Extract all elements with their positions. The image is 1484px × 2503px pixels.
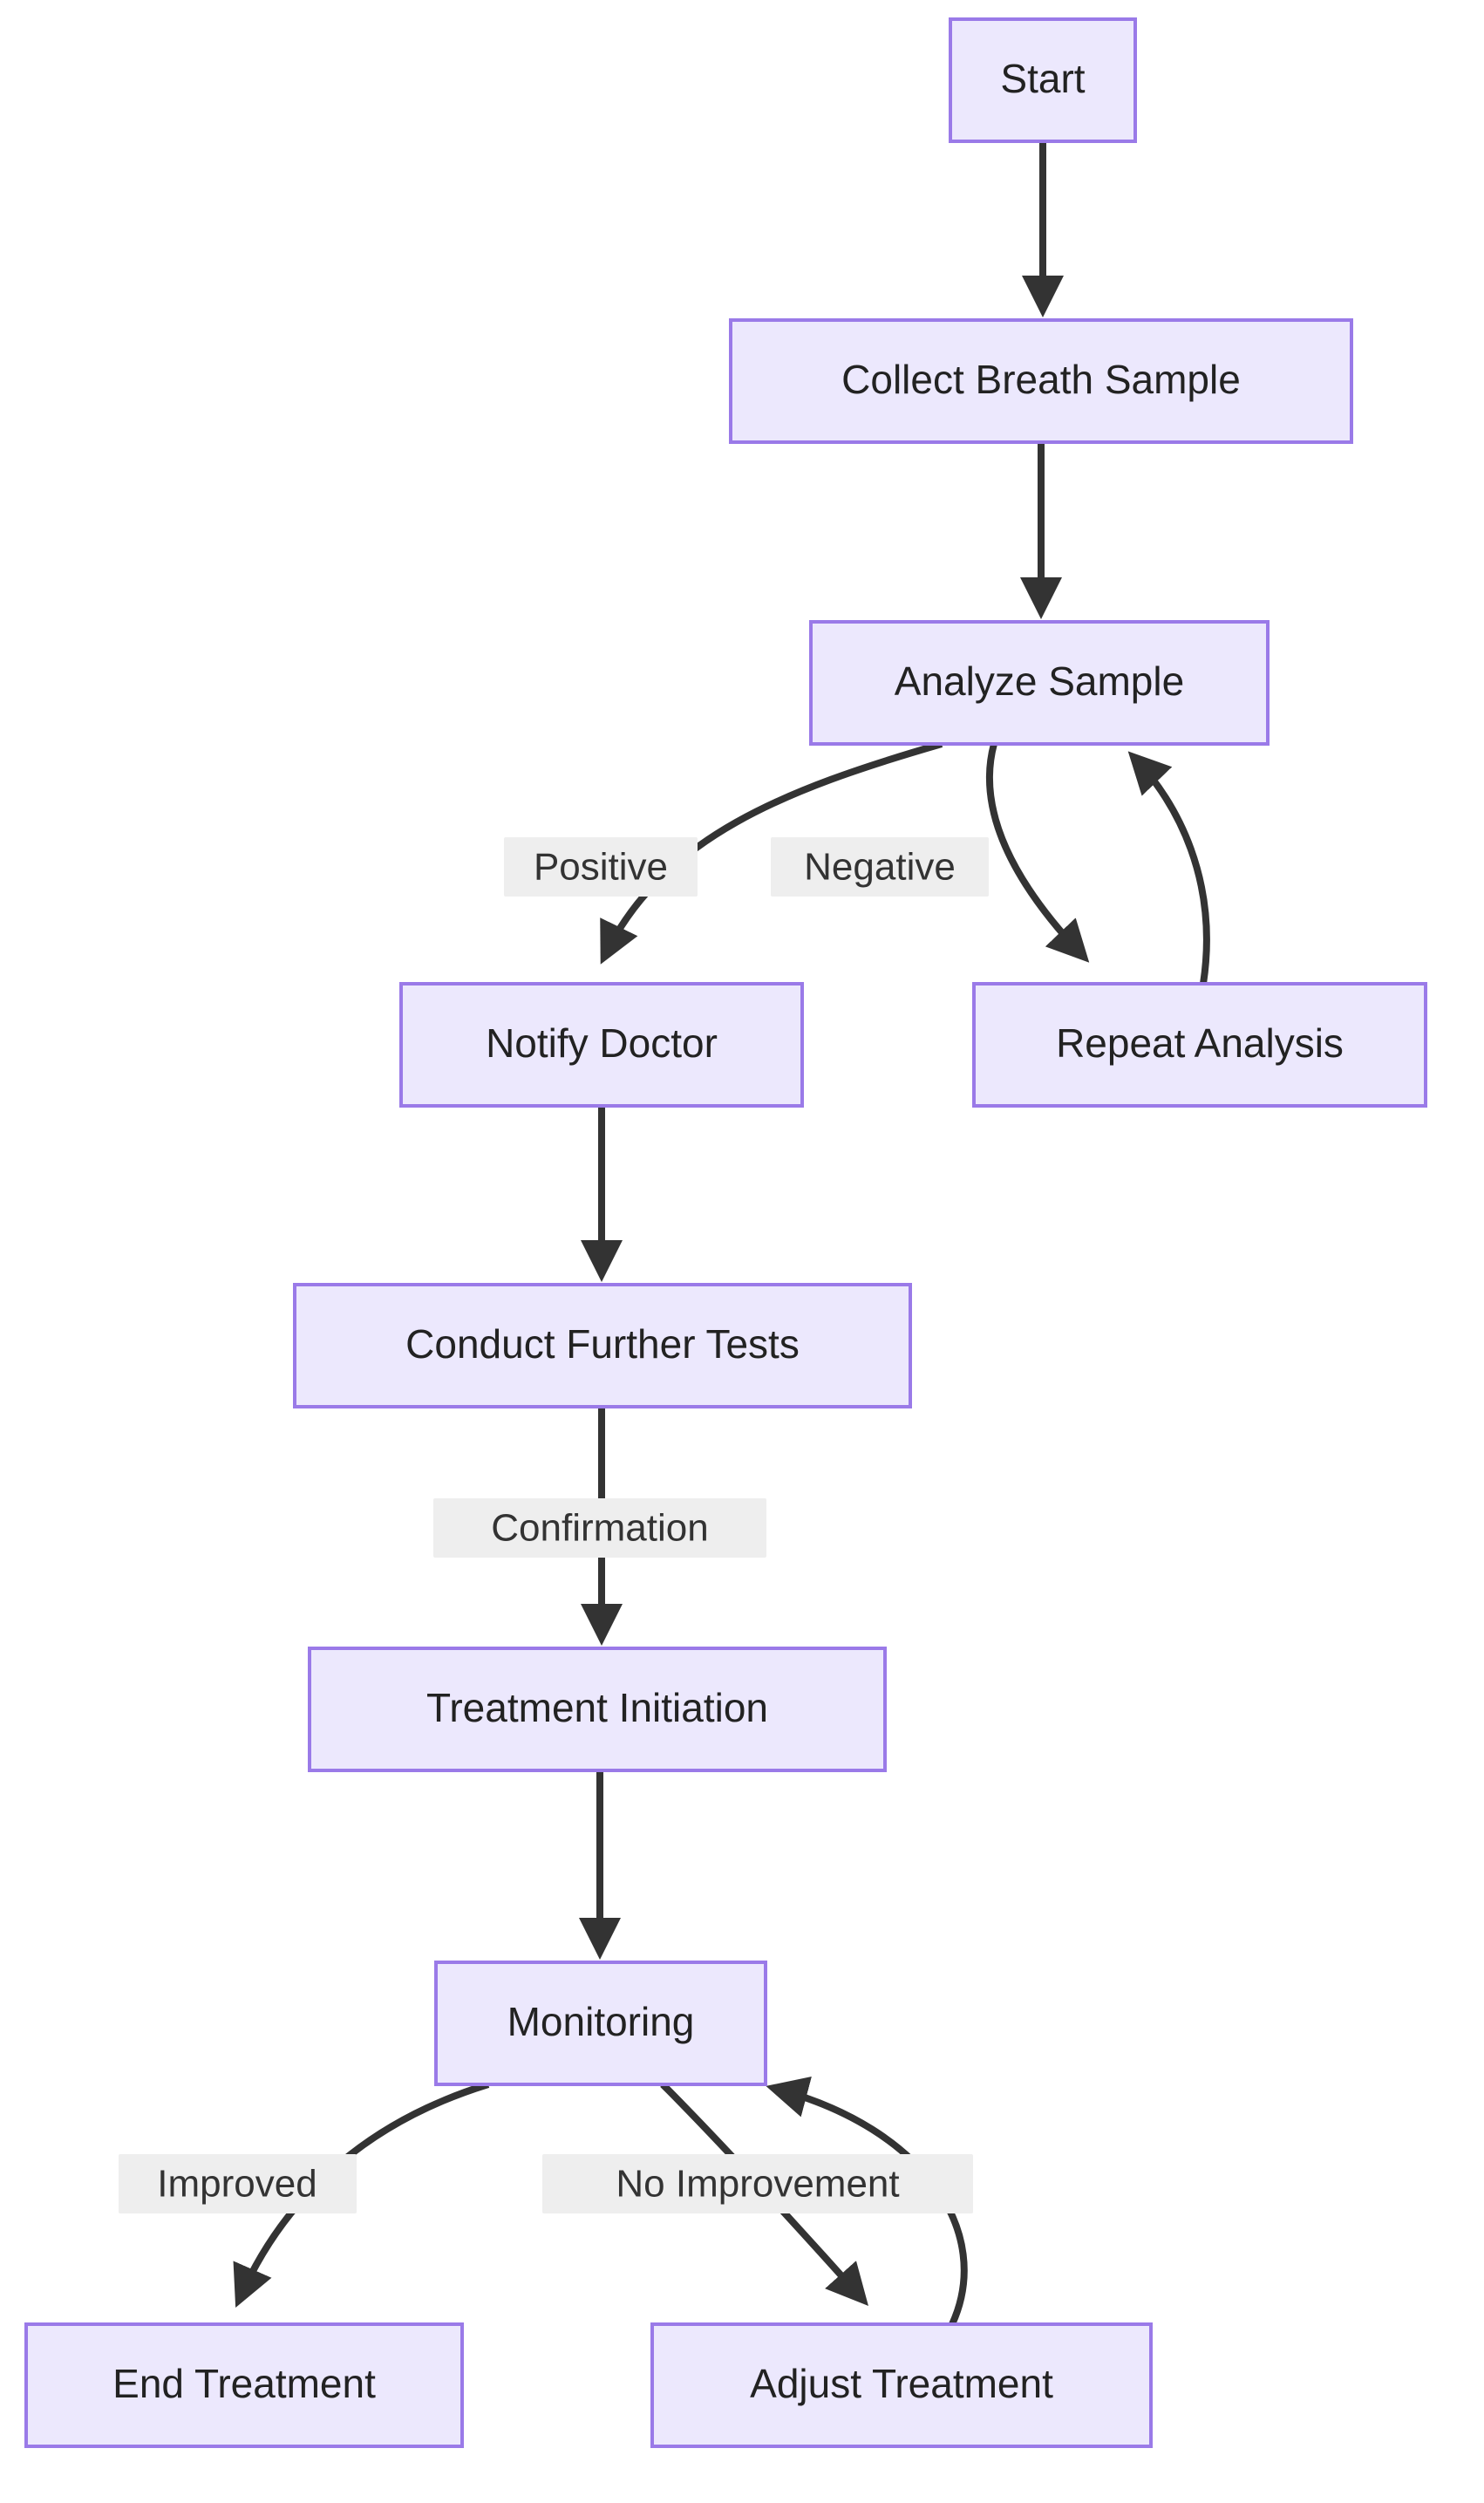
edge-label-improved: Improved xyxy=(119,2154,357,2213)
edge-label-improved-text: Improved xyxy=(157,2163,317,2206)
node-analyze-sample[interactable]: Analyze Sample xyxy=(809,620,1270,746)
edge-label-no-improvement: No Improvement xyxy=(542,2154,973,2213)
node-collect-breath-sample[interactable]: Collect Breath Sample xyxy=(729,318,1353,444)
node-conduct-further-tests[interactable]: Conduct Further Tests xyxy=(293,1283,912,1408)
edge-repeat-to-analyze xyxy=(1127,751,1210,985)
edge-label-confirmation-text: Confirmation xyxy=(491,1507,708,1550)
edge-label-positive-text: Positive xyxy=(534,846,668,889)
node-adjust-treatment[interactable]: Adjust Treatment xyxy=(650,2322,1153,2448)
node-treatment-initiation-label: Treatment Initiation xyxy=(426,1685,768,1730)
edge-analyze-to-repeat xyxy=(985,742,1090,963)
node-monitoring[interactable]: Monitoring xyxy=(434,1961,767,2086)
edge-label-negative: Negative xyxy=(771,837,989,897)
edge-analyze-to-notify xyxy=(600,740,943,965)
node-end-treatment-label: End Treatment xyxy=(112,2361,376,2406)
node-repeat-analysis[interactable]: Repeat Analysis xyxy=(972,982,1427,1108)
node-adjust-treatment-label: Adjust Treatment xyxy=(750,2361,1053,2406)
node-conduct-further-tests-label: Conduct Further Tests xyxy=(405,1321,800,1367)
node-notify-doctor[interactable]: Notify Doctor xyxy=(399,982,804,1108)
node-repeat-analysis-label: Repeat Analysis xyxy=(1056,1020,1344,1066)
node-analyze-sample-label: Analyze Sample xyxy=(895,658,1184,704)
node-monitoring-label: Monitoring xyxy=(507,1999,695,2044)
node-treatment-initiation[interactable]: Treatment Initiation xyxy=(308,1647,887,1772)
node-start[interactable]: Start xyxy=(949,17,1137,143)
nodes-layer: Start Collect Breath Sample Analyze Samp… xyxy=(24,17,1427,2448)
node-start-label: Start xyxy=(1000,56,1085,101)
edge-label-positive: Positive xyxy=(504,837,698,897)
node-notify-doctor-label: Notify Doctor xyxy=(486,1020,718,1066)
edge-label-negative-text: Negative xyxy=(804,846,956,889)
edge-label-no-improvement-text: No Improvement xyxy=(616,2163,899,2206)
node-end-treatment[interactable]: End Treatment xyxy=(24,2322,464,2448)
node-collect-breath-sample-label: Collect Breath Sample xyxy=(841,357,1241,402)
edge-label-confirmation: Confirmation xyxy=(433,1498,766,1558)
edge-labels-layer: Positive Negative Confirmation Improved … xyxy=(119,837,989,2213)
